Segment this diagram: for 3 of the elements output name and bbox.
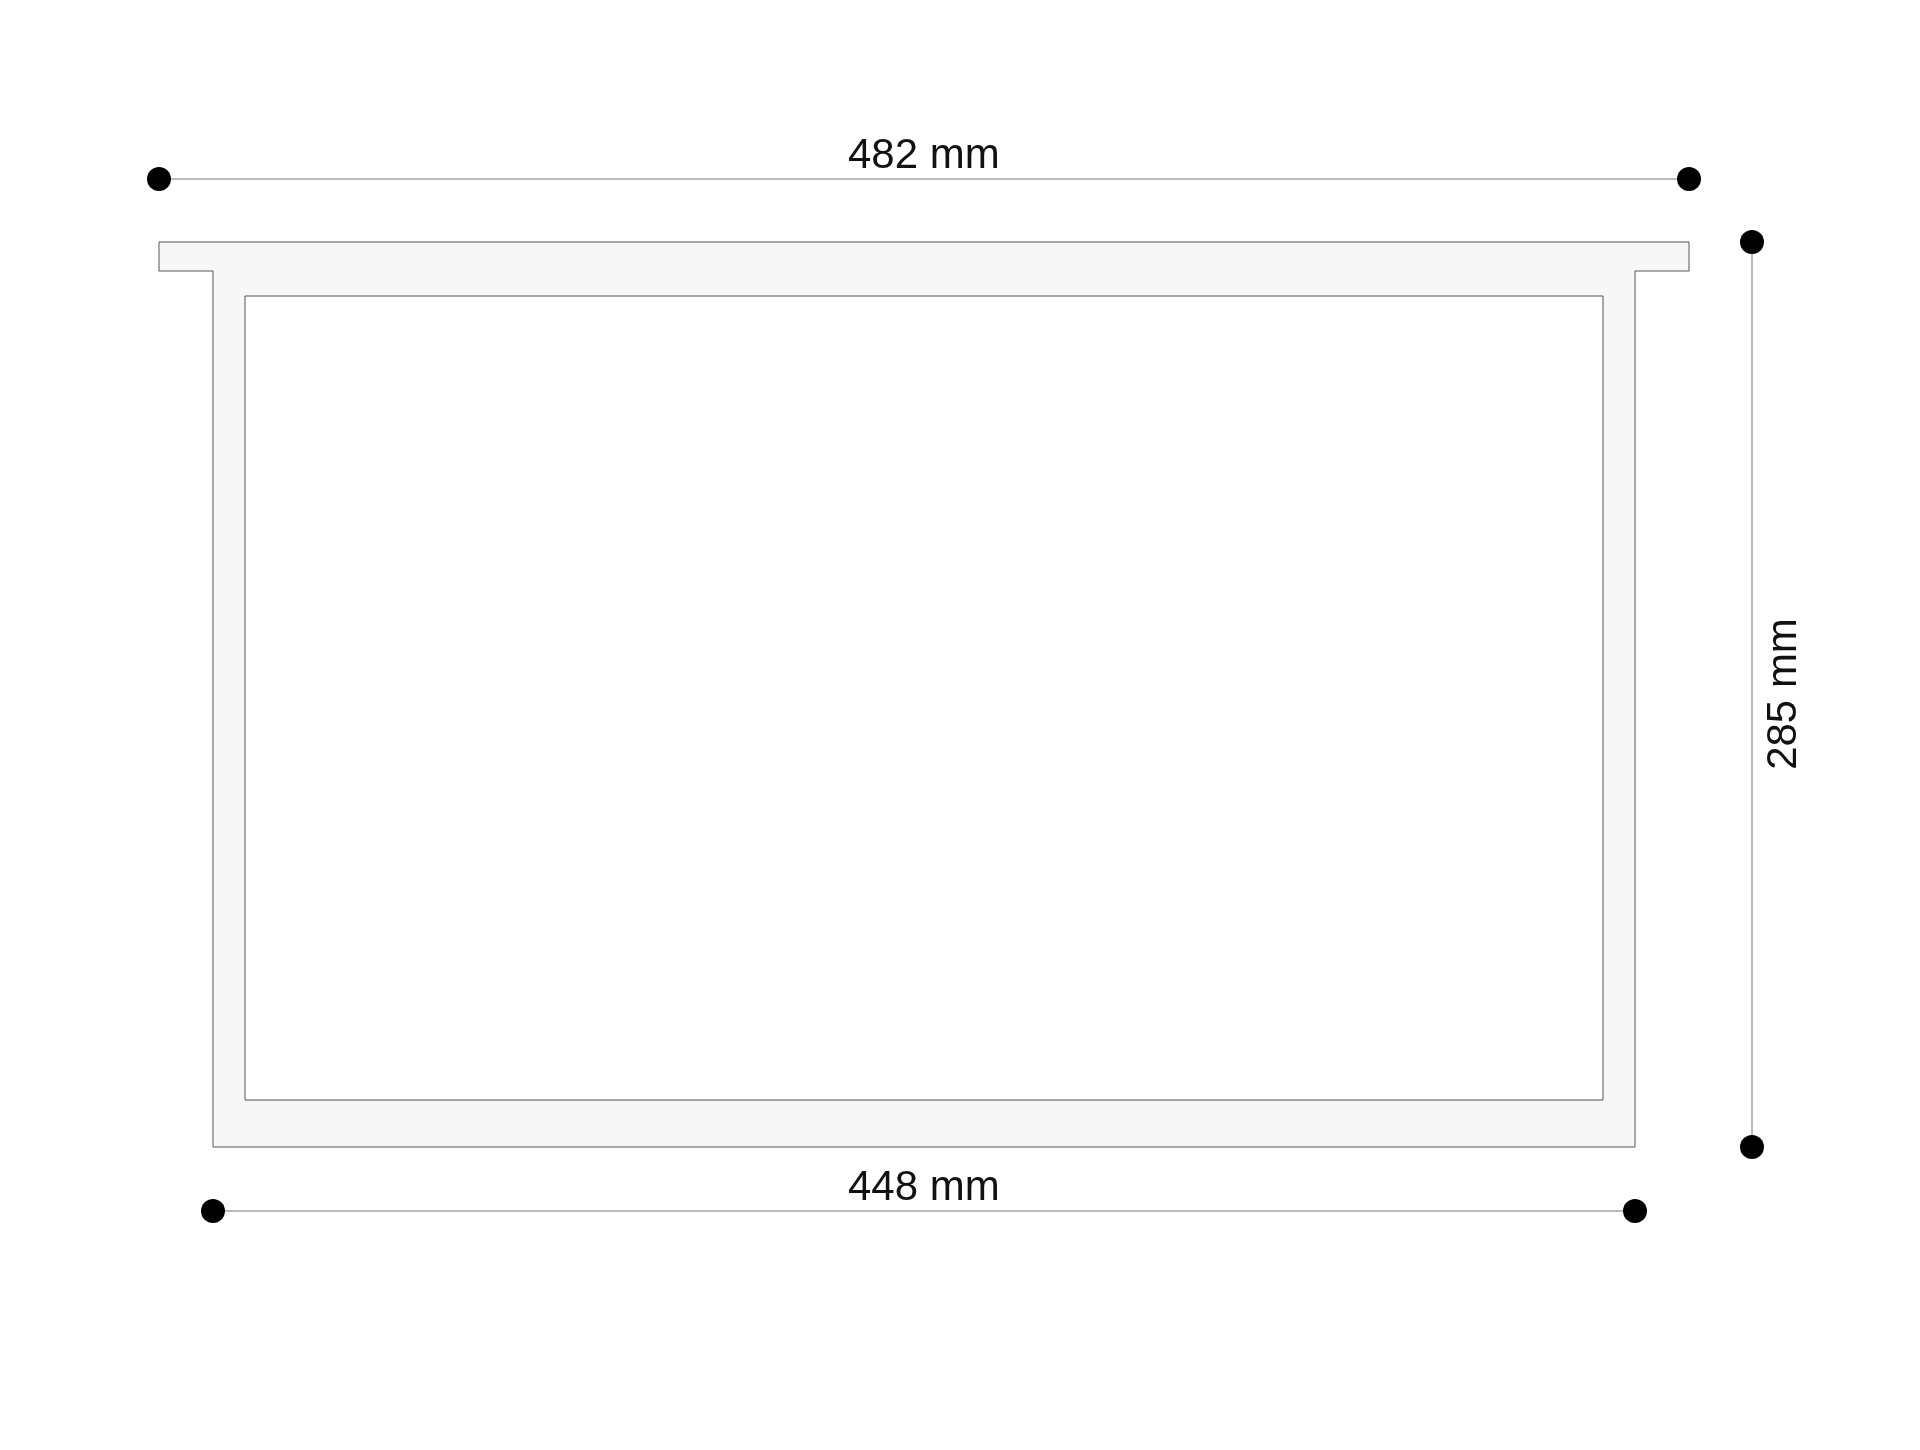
dimension-label: 285 mm [1760, 618, 1803, 770]
dimension-label: 482 mm [848, 133, 1000, 175]
dimension-label: 448 mm [848, 1165, 1000, 1207]
